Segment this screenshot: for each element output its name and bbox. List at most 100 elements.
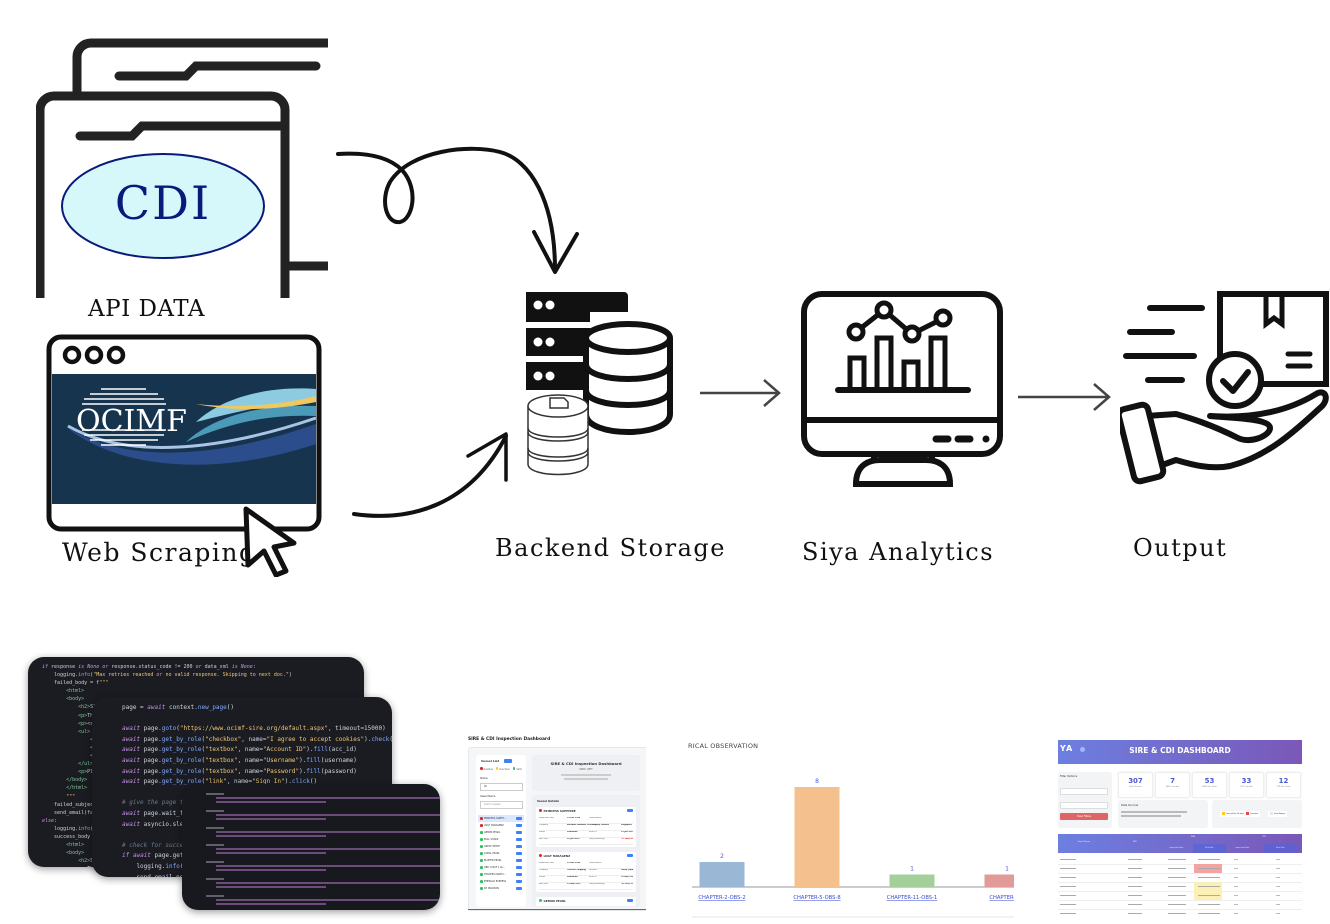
stat-value: 7 [1170, 777, 1175, 785]
web-scraping-source: OCIMF [46, 334, 322, 532]
vessel-list-item[interactable]: SH MADISON [478, 885, 524, 892]
table-row[interactable] [1058, 900, 1302, 910]
card-tag-button[interactable] [627, 899, 633, 903]
view-button[interactable] [516, 816, 522, 821]
status-dot-icon [480, 873, 483, 876]
bar[interactable] [889, 874, 935, 888]
table-column-header[interactable]: IMO [1133, 841, 1137, 843]
vessel-list-item[interactable]: EMERALD EXPRESS [478, 878, 524, 885]
vessel-search-input[interactable]: Search vessels... [480, 801, 523, 809]
table-row[interactable] [1058, 891, 1302, 901]
arrow-analytics-to-output [1016, 380, 1114, 414]
arrow-storage-to-analytics [698, 376, 784, 410]
analytics-monitor-icon [800, 290, 1004, 490]
clear-filters-button[interactable]: Clear Filters [1060, 813, 1108, 820]
vessel-list-item[interactable]: BULL SHARK [478, 836, 524, 843]
vessel-card: GEMINI PEARL [536, 897, 636, 906]
vessel-list-item[interactable]: LNGT HARAGENZ [478, 822, 524, 829]
vessel-table: Vessel Name IMO SIRE CDI Inspection Date Next… [1058, 834, 1302, 916]
category-tick-label[interactable]: CHAPTER-11-OBS-1 [887, 895, 938, 901]
vessel-list-item[interactable]: GEMINI PEARL [478, 829, 524, 836]
status-select[interactable]: All [480, 783, 523, 791]
legend-item: Valid [512, 767, 522, 771]
filter-select-1[interactable] [1060, 788, 1108, 795]
output-label: Output [1133, 534, 1228, 562]
table-column-header[interactable]: Vessel Name [1077, 841, 1091, 843]
vessel-card-name: PRINCESS SAPPHIRE [543, 809, 576, 813]
view-button[interactable] [516, 830, 522, 835]
card-tag-button[interactable] [627, 854, 633, 858]
filter-select-2[interactable] [1060, 802, 1108, 809]
legend-chip: Due within 90 days [1220, 811, 1247, 817]
stat-value: 307 [1128, 777, 1143, 785]
vessel-name-label: Vessel Name [480, 795, 496, 798]
bar[interactable] [794, 787, 840, 887]
category-tick-label[interactable]: CHAPTER-5-OBS-8 [793, 895, 840, 901]
chart-title: RICAL OBSERVATION [688, 742, 759, 750]
vessel-card-name: GEMINI PEARL [543, 899, 566, 903]
vessel-list-item[interactable]: TRADERS MARITI... [478, 871, 524, 878]
table-row[interactable] [1058, 855, 1302, 865]
status-dot-icon [480, 845, 483, 848]
view-button[interactable] [516, 865, 522, 870]
backend-storage-label: Backend Storage [495, 534, 726, 562]
table-row[interactable] [1058, 864, 1302, 874]
dashboard-page-title: SIRE & CDI Inspection Dashboard [468, 737, 551, 742]
table-sub-header[interactable]: Next Due [1264, 844, 1297, 853]
table-sub-header[interactable]: Inspection Date [1235, 847, 1250, 849]
view-button[interactable] [516, 886, 522, 891]
status-dot-icon [539, 809, 542, 812]
vessel-card-name: LNGT HARAGENZ [543, 854, 571, 858]
browser-window-icon [46, 334, 322, 532]
table-column-header[interactable]: CDI [1262, 836, 1266, 838]
table-column-header[interactable]: SIRE [1190, 836, 1196, 838]
view-button[interactable] [516, 837, 522, 842]
view-button[interactable] [516, 823, 522, 828]
view-button[interactable] [516, 844, 522, 849]
view-button[interactable] [516, 858, 522, 863]
bar-value-label: 1 [910, 866, 914, 873]
legend-item: Due Soon [495, 767, 510, 771]
view-button[interactable] [516, 851, 522, 856]
stat-label: SIRE Due Soon [1202, 786, 1217, 788]
brand-dot-icon [1080, 747, 1085, 752]
vessel-list-item[interactable]: CORAL PEARL [478, 850, 524, 857]
vessel-list-item[interactable]: PRINCESS SAPPH... [478, 815, 524, 822]
stat-label: Total Vessels [1129, 786, 1142, 788]
table-sub-header[interactable]: Inspection Date [1169, 847, 1184, 849]
table-row[interactable] [1058, 909, 1302, 916]
category-tick-label[interactable]: CHAPTER-2-OBS-2 [698, 895, 745, 901]
status-dot-icon [480, 817, 483, 820]
vessel-list-item[interactable]: GREAT WHITE [478, 843, 524, 850]
vessel-list-item[interactable]: OBK YUSUF 1 AL... [478, 864, 524, 871]
status-dot-icon [480, 859, 483, 862]
status-dot-icon [480, 831, 483, 834]
status-dot-icon [480, 866, 483, 869]
stat-label: CDI Due Soon [1276, 786, 1291, 788]
status-dot-icon [480, 887, 483, 890]
table-row[interactable] [1058, 873, 1302, 883]
table-header [1058, 834, 1302, 853]
bar[interactable] [699, 862, 745, 887]
card-tag-button[interactable] [627, 809, 633, 813]
view-button[interactable] [516, 879, 522, 884]
category-tick-label[interactable]: CHAPTER-3-O [989, 895, 1014, 901]
table-row[interactable] [1058, 882, 1302, 892]
bar[interactable] [984, 874, 1015, 888]
vessel-list-item[interactable]: BLUEFIN PEARL [478, 857, 524, 864]
view-button[interactable] [516, 872, 522, 877]
table-sub-header[interactable]: Next Due [1193, 844, 1226, 853]
toggle-chip[interactable] [504, 759, 512, 763]
cdi-logo: CDI [60, 152, 266, 260]
status-dot-icon [539, 854, 542, 857]
web-scraping-label: Web Scraping [62, 538, 257, 567]
legend-chip[interactable]: View Report [1268, 811, 1288, 817]
